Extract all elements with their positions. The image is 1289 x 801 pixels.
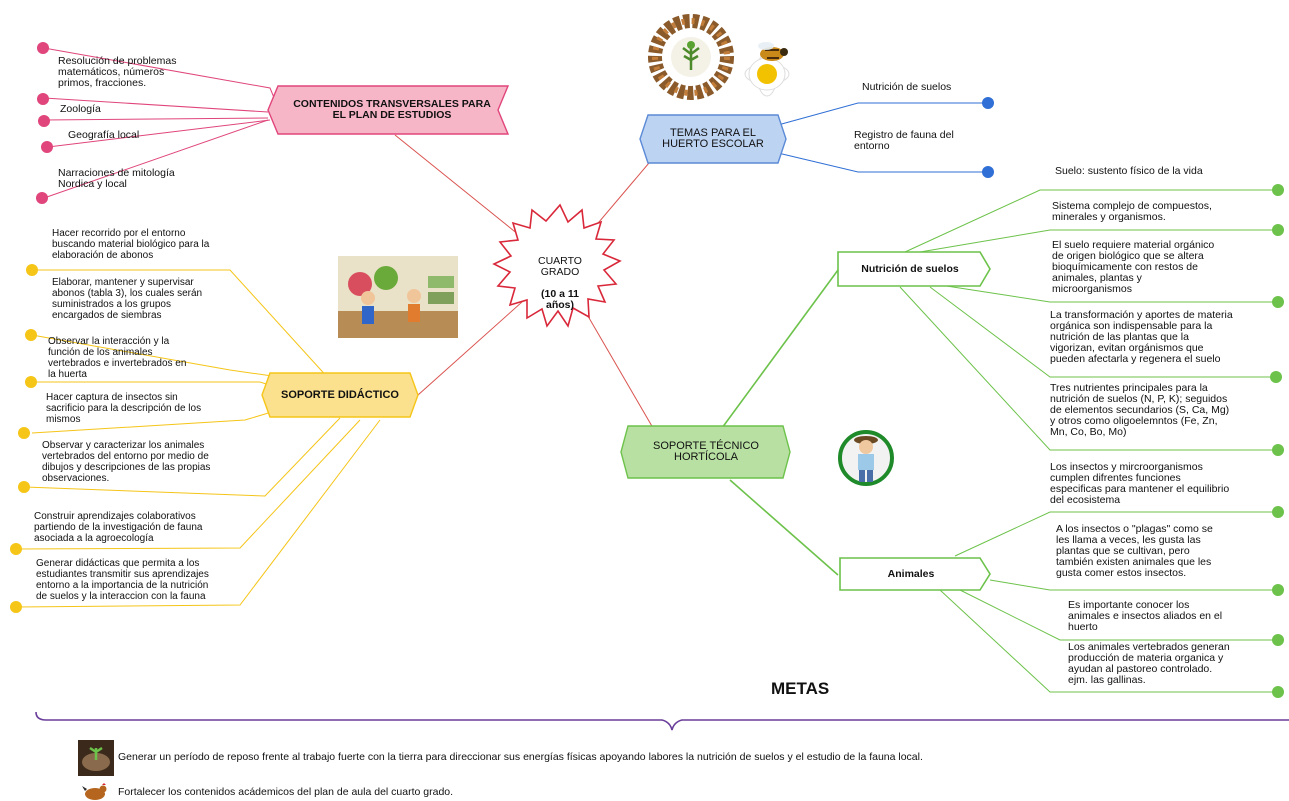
list-item: La transformación y aportes de materia o…: [1050, 309, 1233, 365]
goal-item: Fortalecer los contenidos acádemicos del…: [118, 786, 454, 798]
list-item: Generar didácticas que permita a los est…: [36, 558, 209, 602]
list-item: Observar la interacción y la función de …: [48, 336, 187, 380]
metas-title: METAS: [771, 679, 830, 698]
didactico-node[interactable]: SOPORTE DIDÁCTICO: [281, 388, 399, 401]
farmer-icon: [838, 430, 894, 486]
list-item: Los insectos y mircroorganismos cumplen …: [1050, 461, 1230, 506]
temas-node[interactable]: TEMAS PARA EL HUERTO ESCOLAR: [662, 127, 764, 150]
list-item: Geografía local: [68, 129, 140, 141]
center-line-1: CUARTO: [538, 254, 582, 267]
compost-wreath-image: [648, 14, 734, 100]
list-item: Zoología: [60, 103, 101, 115]
list-item: Es importante conocer los animales e ins…: [1068, 599, 1223, 633]
center-line-4: años): [545, 298, 574, 311]
center-line-3: (10 a 11: [541, 287, 579, 300]
hen-icon: [82, 783, 107, 800]
list-item: Sistema complejo de compuestos, minerale…: [1052, 200, 1212, 223]
list-item: Los animales vertebrados generan producc…: [1068, 641, 1230, 686]
list-item: Narraciones de mitología Nordica y local: [58, 167, 175, 190]
list-item: A los insectos o "plagas" como se les ll…: [1056, 523, 1213, 579]
animales-node[interactable]: Animales: [887, 567, 935, 580]
list-item: Registro de fauna del entorno: [854, 129, 954, 152]
list-item: Hacer captura de insectos sin sacrificio…: [46, 392, 202, 425]
center-line-2: GRADO: [540, 265, 580, 278]
transversales-node[interactable]: CONTENIDOS TRANSVERSALES PARA EL PLAN DE…: [293, 98, 491, 121]
list-item: Elaborar, mantener y supervisar abonos (…: [52, 277, 203, 321]
nutricion-node[interactable]: Nutrición de suelos: [861, 262, 959, 275]
center-node[interactable]: CUARTO GRADO (10 a 11 años): [512, 248, 608, 318]
bee-flower-image: [744, 42, 790, 97]
list-item: Construir aprendizajes colaborativos par…: [34, 511, 203, 544]
list-item: Observar y caracterizar los animales ver…: [42, 440, 211, 484]
goal-item: Generar un período de reposo frente al t…: [118, 751, 923, 763]
list-item: Tres nutrientes principales para la nutr…: [1050, 382, 1230, 438]
center-starburst: [492, 203, 622, 328]
list-item: Nutrición de suelos: [862, 81, 952, 93]
list-item: El suelo requiere material orgánico de o…: [1052, 240, 1215, 295]
hands-soil-icon: [78, 740, 114, 776]
list-item: Hacer recorrido por el entorno buscando …: [52, 228, 210, 261]
metas-bracket: [35, 711, 1289, 731]
children-garden-image: [338, 256, 458, 338]
list-item: Suelo: sustento físico de la vida: [1055, 165, 1203, 177]
tecnico-node[interactable]: SOPORTE TÉCNICO HORTÍCOLA: [653, 440, 759, 463]
list-item: Resolución de problemas matemáticos, núm…: [58, 55, 177, 89]
